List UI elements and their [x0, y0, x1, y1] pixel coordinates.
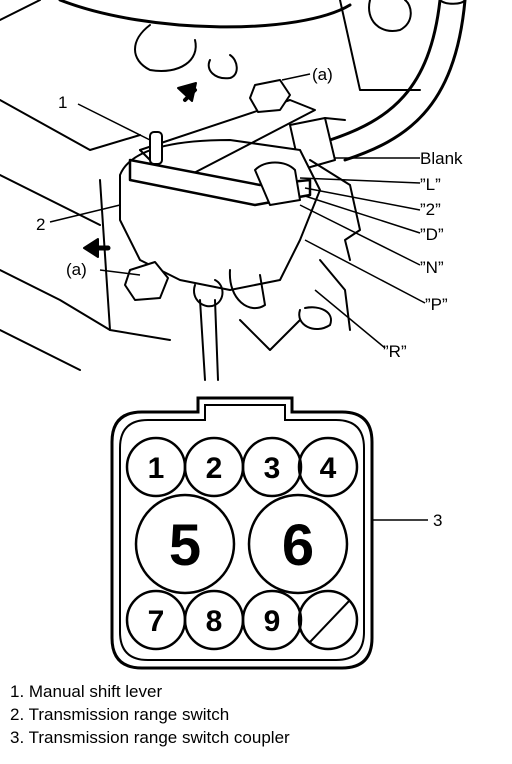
pin-number-2: 2 — [206, 452, 223, 485]
pin-number-3: 3 — [264, 452, 281, 485]
leader-lines — [49, 73, 428, 521]
coupler-outer-shell — [110, 396, 374, 670]
legend-item-range-switch-coupler: 3. Transmission range switch coupler — [10, 728, 290, 747]
legend: 1. Manual shift lever 2. Transmission ra… — [10, 680, 510, 749]
pin-3-circle — [241, 436, 303, 498]
pin-number-6: 6 — [282, 513, 314, 578]
legend-item-manual-shift-lever: 1. Manual shift lever — [10, 682, 163, 701]
pin-9-circle — [241, 589, 303, 651]
coupler-pin-numbers: 1 2 3 4 5 6 7 8 9 — [148, 452, 337, 638]
callout-pos-2: ”2” — [420, 200, 441, 219]
pin-6-circle — [247, 493, 349, 595]
pin-blank-slash — [309, 599, 351, 643]
pin-number-7: 7 — [148, 605, 165, 638]
coupler-inner-shell — [119, 404, 365, 661]
callout-2: 2 — [36, 215, 45, 234]
callout-3: 3 — [433, 511, 442, 530]
pin-number-4: 4 — [320, 452, 337, 485]
pin-number-5: 5 — [169, 513, 201, 578]
callout-pos-n: ”N” — [420, 258, 444, 277]
callout-pos-p: ”P” — [425, 295, 448, 314]
pin-number-1: 1 — [148, 452, 165, 485]
pin-4-circle — [297, 436, 359, 498]
callout-pos-d: ”D” — [420, 225, 444, 244]
callout-blank: Blank — [420, 149, 463, 168]
pin-number-9: 9 — [264, 605, 281, 638]
callout-bolt-a-top: (a) — [312, 65, 333, 84]
pin-number-8: 8 — [206, 605, 223, 638]
callout-pos-r: ”R” — [383, 342, 407, 361]
coupler-face — [110, 396, 374, 670]
legend-item-transmission-range-switch: 2. Transmission range switch — [10, 705, 230, 724]
pin-5-circle — [134, 493, 236, 595]
callouts: 1 2 3 (a) (a) Blank ”L” ”2” ”D” ”N” ”P” … — [36, 65, 463, 530]
engine-illustration — [0, 0, 467, 381]
callout-1: 1 — [58, 93, 67, 112]
callout-bolt-a-left: (a) — [66, 260, 87, 279]
callout-pos-l: ”L” — [420, 175, 441, 194]
pin-blank-circle — [297, 589, 359, 651]
